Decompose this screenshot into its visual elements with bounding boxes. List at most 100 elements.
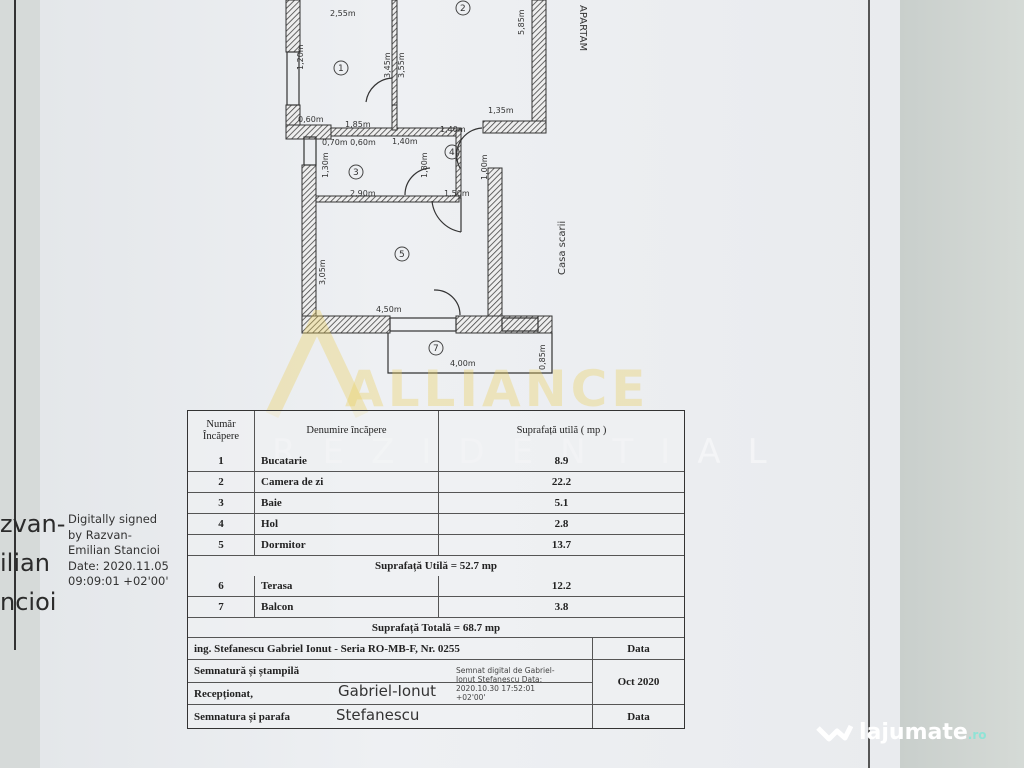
sig-note-line: Emilian Stancioi bbox=[68, 543, 160, 557]
sig-line: ncioi bbox=[0, 588, 57, 616]
svg-text:7: 7 bbox=[433, 344, 439, 354]
logo-text: lajumate bbox=[859, 720, 968, 745]
room-name: Terasa bbox=[254, 576, 438, 596]
room-name: Dormitor bbox=[254, 535, 438, 555]
svg-text:1,80m: 1,80m bbox=[420, 152, 429, 178]
received-label: Recepționat, bbox=[188, 682, 592, 704]
svg-text:5,85m: 5,85m bbox=[517, 9, 526, 35]
background-surface bbox=[900, 0, 1024, 768]
room-area: 5.1 bbox=[438, 493, 684, 513]
logo-icon bbox=[816, 724, 853, 741]
left-signature-name: zvan- ilian ncioi bbox=[0, 505, 65, 622]
svg-text:2,55m: 2,55m bbox=[330, 9, 356, 18]
svg-text:1,85m: 1,85m bbox=[345, 120, 371, 129]
svg-text:5: 5 bbox=[399, 250, 405, 260]
room-area: 8.9 bbox=[438, 451, 684, 471]
sig-line: ilian bbox=[0, 549, 50, 577]
walls bbox=[285, 0, 553, 334]
header-name: Denumire încăpere bbox=[254, 411, 438, 451]
sig-note-line: Date: 2020.11.05 bbox=[68, 558, 169, 573]
room-name: Bucatarie bbox=[254, 451, 438, 471]
signature2-row: Semnatura și parafa Data Stefanescu bbox=[188, 704, 684, 728]
paper-edge-line bbox=[868, 0, 870, 768]
signature-label: Semnatură și ștampilă bbox=[194, 665, 300, 677]
room-number: 2 bbox=[218, 476, 224, 488]
data-label: Data bbox=[592, 638, 684, 659]
svg-text:4,00m: 4,00m bbox=[450, 359, 476, 368]
svg-text:1,00m: 1,00m bbox=[480, 154, 489, 180]
area-table: Număr Încăpere Denumire încăpere Suprafa… bbox=[187, 410, 685, 729]
svg-text:3,45m: 3,45m bbox=[383, 52, 392, 78]
sig-note-line: 09:09:01 +02'00' bbox=[68, 574, 169, 588]
svg-text:Casa scarii: Casa scarii bbox=[557, 221, 568, 275]
logo-tld: .ro bbox=[967, 728, 987, 742]
paper-edge-line bbox=[14, 0, 16, 650]
room-area: 12.2 bbox=[438, 576, 684, 596]
svg-text:0,70m 0,60m: 0,70m 0,60m bbox=[322, 138, 376, 147]
svg-text:3: 3 bbox=[353, 168, 359, 178]
svg-text:0,60m: 0,60m bbox=[298, 115, 324, 124]
left-signature-note: Digitally signed by Razvan- Emilian Stan… bbox=[68, 512, 169, 590]
room-name: Hol bbox=[254, 514, 438, 534]
header-area: Suprafață utilă ( mp ) bbox=[438, 411, 684, 451]
engineer: ing. Stefanescu Gabriel Ionut - Seria RO… bbox=[194, 642, 460, 655]
svg-text:4,50m: 4,50m bbox=[376, 305, 402, 314]
signature2-label: Semnatura și parafa bbox=[194, 710, 290, 723]
svg-text:1,50m: 1,50m bbox=[444, 189, 470, 198]
util-total-row: Suprafață Utilă = 52.7 mp bbox=[188, 555, 684, 576]
room-number: 4 bbox=[218, 518, 224, 530]
svg-text:3,05m: 3,05m bbox=[318, 259, 327, 285]
svg-text:2: 2 bbox=[460, 4, 466, 14]
floor-plan: 2,55m 1,85m 0,60m 0,70m 0,60m 1,40m 2,90… bbox=[285, 0, 588, 374]
dimension-labels: 2,55m 1,85m 0,60m 0,70m 0,60m 1,40m 2,90… bbox=[296, 5, 588, 370]
svg-text:1,35m: 1,35m bbox=[488, 106, 514, 115]
room-number: 7 bbox=[218, 601, 224, 613]
svg-text:2,90m: 2,90m bbox=[350, 189, 376, 198]
room-area: 2.8 bbox=[438, 514, 684, 534]
svg-text:3,55m: 3,55m bbox=[397, 52, 406, 78]
digital-signature-surname: Stefanescu bbox=[336, 706, 420, 724]
grand-total-row: Suprafață Totală = 68.7 mp bbox=[188, 617, 684, 637]
room-area: 22.2 bbox=[438, 472, 684, 492]
svg-text:1,40m: 1,40m bbox=[440, 125, 466, 134]
room-number: 1 bbox=[218, 455, 224, 467]
room-name: Baie bbox=[254, 493, 438, 513]
sig-note-line: by Razvan- bbox=[68, 527, 132, 542]
room-name: Camera de zi bbox=[254, 472, 438, 492]
room-area: 13.7 bbox=[438, 535, 684, 555]
room-number: 3 bbox=[218, 497, 224, 509]
room-number: 5 bbox=[218, 539, 224, 551]
engineer-row: ing. Stefanescu Gabriel Ionut - Seria RO… bbox=[188, 637, 684, 659]
digital-signature-name: Gabriel-Ionut bbox=[338, 682, 436, 700]
svg-text:4: 4 bbox=[449, 148, 455, 158]
grand-total: Suprafață Totală = 68.7 mp bbox=[371, 621, 501, 634]
svg-text:1,40m: 1,40m bbox=[392, 137, 418, 146]
svg-text:APARTAM: APARTAM bbox=[577, 5, 588, 51]
util-total: Suprafață Utilă = 52.7 mp bbox=[374, 560, 498, 572]
sig-line: zvan- bbox=[0, 510, 66, 538]
digital-signature-note: Semnat digital de Gabriel-Ionut Stefanes… bbox=[456, 666, 555, 702]
svg-text:1,30m: 1,30m bbox=[321, 152, 330, 178]
watermark-logo bbox=[265, 310, 369, 418]
watermark-brand: ALLIANCE bbox=[345, 360, 650, 418]
site-logo: lajumate.ro bbox=[815, 720, 987, 745]
signature-rows: Semnatură și ștampilă Recepționat, Oct 2… bbox=[188, 659, 684, 704]
room-area: 3.8 bbox=[438, 597, 684, 617]
room-markers: 1 2 3 4 5 7 bbox=[333, 0, 471, 356]
data-label-2: Data bbox=[592, 705, 684, 728]
date-value: Oct 2020 bbox=[592, 660, 684, 704]
room-name: Balcon bbox=[254, 597, 438, 617]
svg-text:1,20m: 1,20m bbox=[296, 44, 305, 70]
windows-doors bbox=[286, 51, 553, 374]
sig-note-line: Digitally signed bbox=[68, 512, 158, 526]
table-header: Număr Încăpere Denumire încăpere Suprafa… bbox=[188, 411, 684, 451]
room-number: 6 bbox=[218, 580, 224, 592]
svg-text:0,85m: 0,85m bbox=[538, 344, 547, 370]
header-number: Număr Încăpere bbox=[202, 419, 240, 442]
